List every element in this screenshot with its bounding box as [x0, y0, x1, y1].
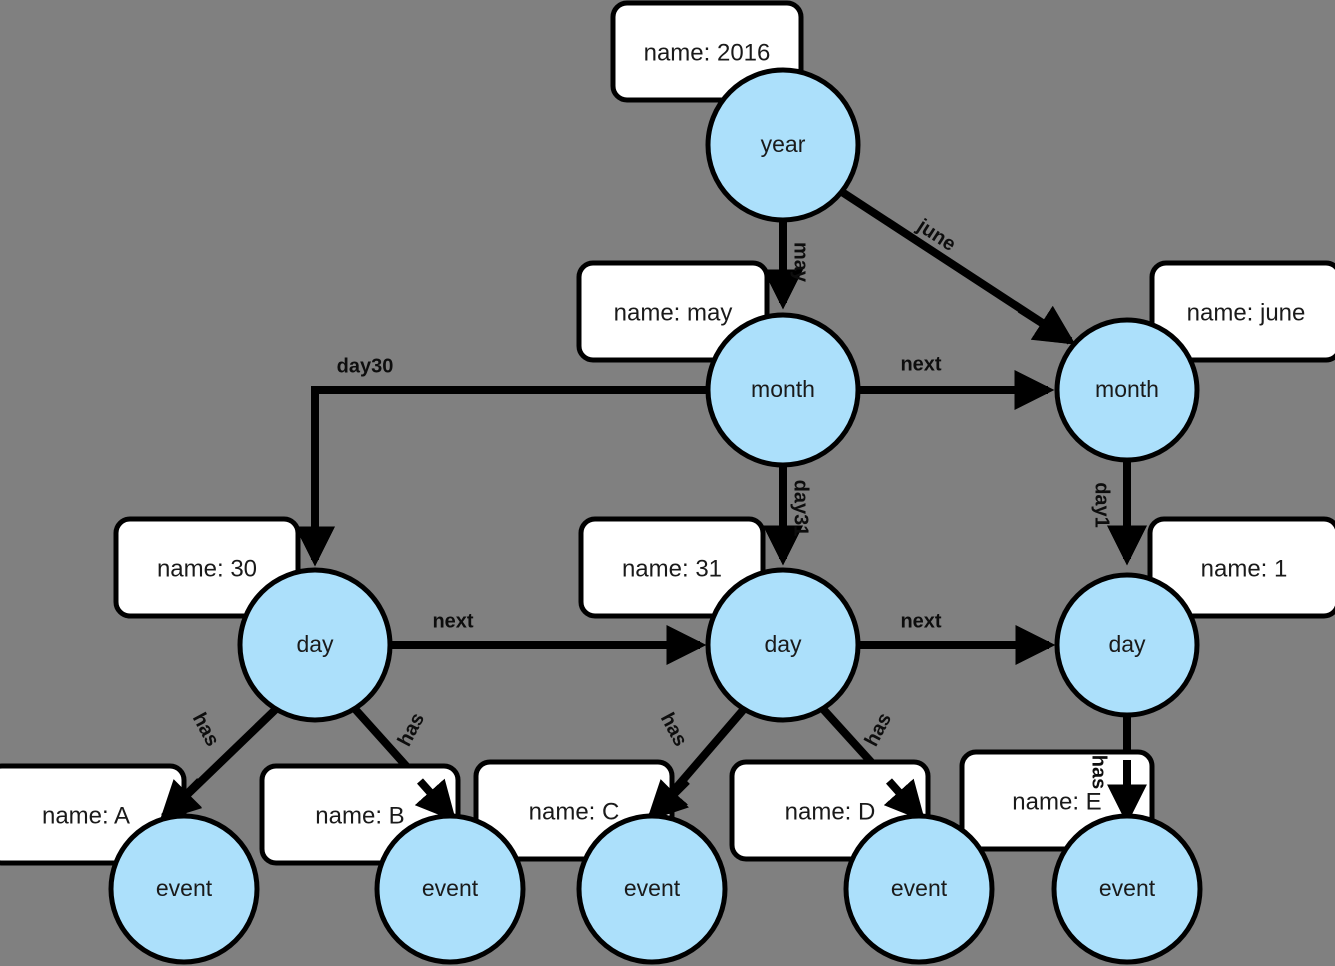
node-label: event [156, 875, 213, 901]
nodes-layer: year month month day day day [108, 67, 1203, 965]
property-box-label: name: 31 [622, 555, 722, 582]
property-box-label: name: may [614, 299, 733, 326]
node-circle [705, 567, 861, 723]
node-month-june[interactable]: month [1054, 317, 1200, 463]
node-event-a[interactable]: event [108, 813, 260, 965]
edge-label-has-e: has [1088, 755, 1110, 789]
node-circle [108, 813, 260, 965]
node-label: event [1099, 875, 1156, 901]
property-box[interactable]: name: 1 [1147, 516, 1335, 619]
node-day-30[interactable]: day [237, 567, 393, 723]
property-box-rect [1147, 516, 1335, 619]
property-box-rect [113, 516, 301, 619]
node-event-c[interactable]: event [576, 813, 728, 965]
property-box-label: name: 1 [1201, 555, 1288, 582]
edge-label-next-day-31-1: next [900, 610, 941, 632]
node-label: day [296, 631, 334, 657]
node-label: event [624, 875, 681, 901]
node-circle [1054, 317, 1200, 463]
property-box-label: name: 30 [157, 555, 257, 582]
edge-label-has-a: has [188, 709, 224, 750]
node-event-e[interactable]: event [1051, 813, 1203, 965]
property-boxes-layer: name: 2016 name: may name: june name: 30… [0, 0, 1335, 866]
property-box-label: name: A [42, 802, 130, 829]
property-box-label: name: june [1187, 299, 1306, 326]
property-box[interactable]: name: may [576, 260, 770, 363]
edge-hasB-tip [414, 778, 457, 822]
node-event-d[interactable]: event [843, 813, 995, 965]
edge-label-day31: day31 [790, 480, 812, 537]
node-day-1[interactable]: day [1054, 572, 1200, 718]
property-box-label: name: E [1012, 788, 1101, 815]
property-box-rect [576, 260, 770, 363]
edge-label-day30: day30 [337, 355, 394, 377]
node-event-b[interactable]: event [374, 813, 526, 965]
edge-hasD-tip [883, 778, 926, 822]
arrowheads-overlay [159, 258, 1147, 825]
property-box-label: name: 2016 [644, 39, 771, 66]
node-circle [237, 567, 393, 723]
node-label: event [422, 875, 479, 901]
property-box[interactable]: name: june [1149, 260, 1335, 363]
property-box-label: name: D [785, 798, 876, 825]
node-year[interactable]: year [705, 67, 861, 223]
edge-label-has-c: has [656, 709, 692, 750]
edge-label-has-d: has [861, 709, 897, 750]
node-circle [374, 813, 526, 965]
edge-hasA-tip [159, 778, 203, 822]
property-box[interactable]: name: 30 [113, 516, 301, 619]
edge-label-next-day-30-31: next [432, 610, 473, 632]
property-box-rect [578, 516, 766, 619]
edge-label-day1: day1 [1091, 482, 1113, 528]
edge-day30-line[interactable] [295, 386, 708, 567]
node-circle [843, 813, 995, 965]
node-label: month [1095, 376, 1159, 402]
node-circle [1054, 572, 1200, 718]
node-label: event [891, 875, 948, 901]
node-day-31[interactable]: day [705, 567, 861, 723]
node-label: day [1108, 631, 1146, 657]
edge-label-may: may [790, 242, 812, 283]
node-circle [576, 813, 728, 965]
property-box[interactable]: name: 31 [578, 516, 766, 619]
edge-june-tip [1017, 305, 1076, 345]
property-box-rect [1149, 260, 1335, 363]
edge-label-has-b: has [394, 709, 430, 750]
node-circle [1051, 813, 1203, 965]
edge-hasC-tip [646, 778, 690, 822]
node-label: day [764, 631, 802, 657]
node-circle [705, 67, 861, 223]
edge-label-next-month: next [900, 353, 941, 375]
property-box-label: name: B [315, 802, 404, 829]
property-box-label: name: C [529, 798, 620, 825]
node-label: month [751, 376, 815, 402]
node-circle [705, 312, 861, 468]
node-month-may[interactable]: month [705, 312, 861, 468]
node-label: year [761, 131, 806, 157]
